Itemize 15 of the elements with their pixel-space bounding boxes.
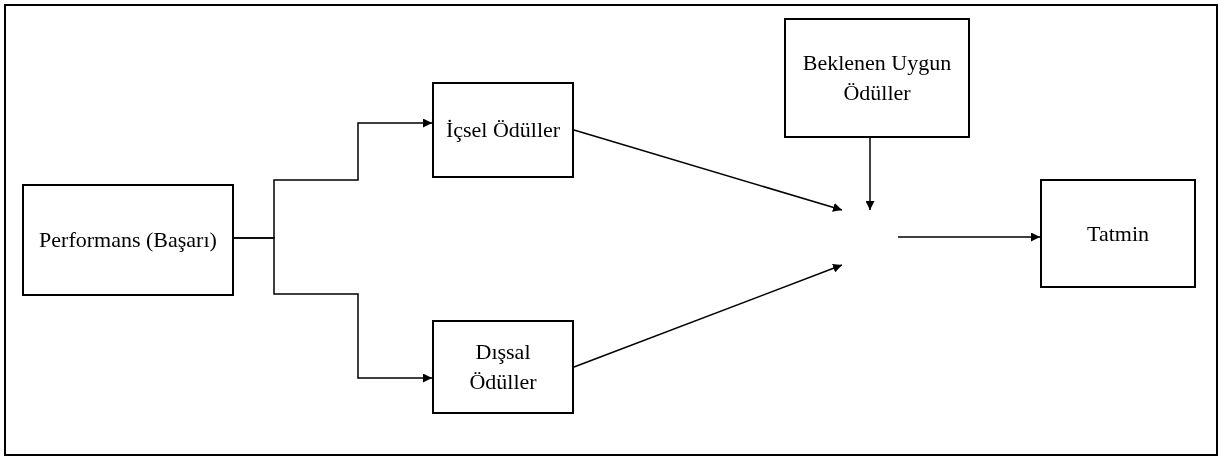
box-label: Dışsal Ödüller <box>468 338 538 396</box>
arrow <box>573 129 843 212</box>
process-box <box>432 320 574 414</box>
process-box <box>22 184 234 296</box>
process-box <box>1040 179 1196 288</box>
arrow <box>865 137 875 211</box>
arrow <box>573 264 843 368</box>
process-box <box>432 82 574 178</box>
box-label: Tatmin <box>1087 219 1149 248</box>
arrow <box>233 237 433 383</box>
box-label: Performans (Başarı) <box>39 226 217 254</box>
arrow <box>897 232 1041 242</box>
box-label: İçsel Ödüller <box>445 116 561 144</box>
box-label: Beklenen Uygun Ödüller <box>801 49 953 107</box>
process-box <box>784 18 970 138</box>
